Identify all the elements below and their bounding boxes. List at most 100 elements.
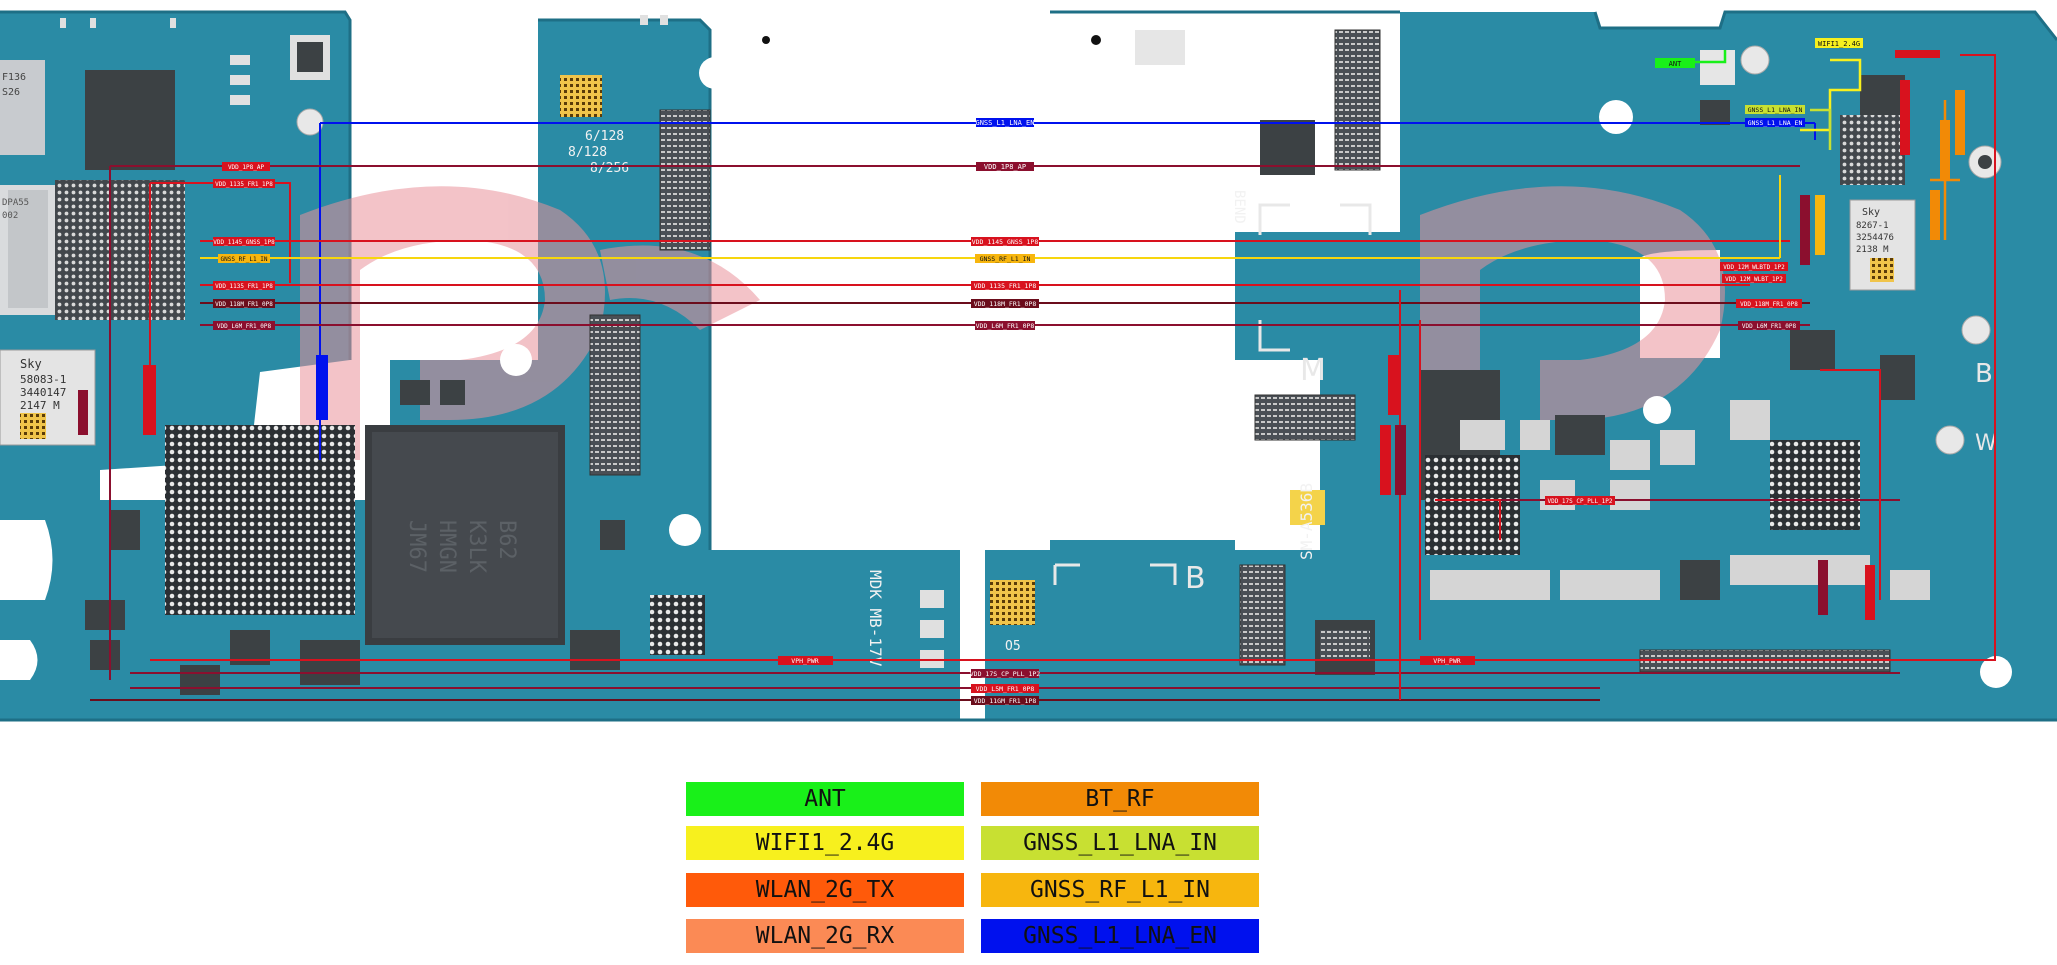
- legend-wlan-2g-tx: WLAN_2G_TX: [686, 873, 964, 907]
- svg-text:Sky: Sky: [1862, 207, 1880, 218]
- trace-vph-pwr: [150, 54, 1996, 661]
- svg-text:VDD_17S_CP_PLL_1P2: VDD_17S_CP_PLL_1P2: [1547, 498, 1612, 505]
- silk-ram-2: 8/128: [568, 145, 607, 160]
- svg-text:VPH_PWR: VPH_PWR: [791, 657, 818, 665]
- trace-wifi-24: [1800, 58, 1862, 132]
- legend-ant: ANT: [686, 782, 964, 816]
- svg-text:HMGN: HMGN: [434, 520, 459, 573]
- label-vdd-17s-cp-pll-right: VDD_17S_CP_PLL_1P2: [1545, 496, 1615, 505]
- label-vdd-12m-wlbt: VDD_12M_WLBT_1P2: [1722, 274, 1786, 283]
- ap-processor-bga: [165, 425, 355, 615]
- label-gnss-lna-en-right: GNSS_L1_LNA_EN: [1745, 118, 1805, 127]
- memory-chip: K3LK B62 HMGN JM67: [365, 425, 565, 645]
- svg-text:VDD_118M_FR1_0P8: VDD_118M_FR1_0P8: [215, 301, 273, 308]
- watermark-logo: [300, 186, 1725, 460]
- connector-ram-area: 6/128 8/128 8/256: [560, 75, 629, 176]
- trace-gnss-lna-in: [1810, 108, 1832, 150]
- label-vdd-1p8-ap-left: VDD_1P8_AP: [222, 162, 270, 171]
- svg-text:F136: F136: [2, 72, 26, 83]
- silk-letter-m: M: [1300, 353, 1326, 388]
- svg-text:GNSS_RF_L1_IN: GNSS_RF_L1_IN: [980, 255, 1031, 263]
- svg-text:VDD_1135_FR1_1P8: VDD_1135_FR1_1P8: [974, 282, 1037, 290]
- svg-text:VDD_L6M_FR1_0P8: VDD_L6M_FR1_0P8: [1742, 323, 1797, 330]
- label-gnss-lna-in: GNSS_L1_LNA_IN: [1745, 105, 1805, 114]
- svg-text:VDD_12M_WLBT_1P2: VDD_12M_WLBT_1P2: [1725, 276, 1783, 283]
- svg-text:3440147: 3440147: [20, 386, 66, 399]
- label-vdd-l6m-fr1-right: VDD_L6M_FR1_0P8: [1738, 321, 1800, 330]
- silk-letter-b-right: B: [1975, 359, 1993, 389]
- rf-module-left: DPA55 002: [0, 70, 185, 320]
- svg-text:JM67: JM67: [404, 520, 429, 573]
- svg-text:VDD_1P8_AP: VDD_1P8_AP: [228, 164, 265, 171]
- label-vdd-1p8-ap: VDD_1P8_AP: [976, 162, 1034, 171]
- label-vdd-1135-fr1-b: VDD_1135_FR1_1P8: [971, 281, 1039, 290]
- vertical-net-labels: [78, 50, 1965, 620]
- svg-text:8267-1: 8267-1: [1856, 221, 1889, 231]
- label-vdd-1145-gnss: VDD_1145_GNSS_1P8: [971, 237, 1039, 246]
- connector-ribbon-mid: [500, 36, 770, 546]
- svg-text:VPH_PWR: VPH_PWR: [1433, 657, 1460, 665]
- silk-o5: O5: [1005, 639, 1021, 654]
- board-to-board-connector-1: [659, 109, 711, 251]
- silk-letter-b-mid: B: [1185, 561, 1206, 596]
- svg-text:GNSS_L1_LNA_EN: GNSS_L1_LNA_EN: [975, 119, 1034, 127]
- label-vdd-l6m-fr1-left: VDD_L6M_FR1_0P8: [213, 321, 275, 330]
- legend-gnss-l1-lna-en: GNSS_L1_LNA_EN: [981, 919, 1259, 953]
- label-vdd-118m-fr1-left: VDD_118M_FR1_0P8: [213, 299, 275, 308]
- chip-left-text-a: DPA55: [2, 198, 29, 208]
- silk-mdk: MDK MB-17V: [866, 570, 885, 667]
- chip-left-text-b: 002: [2, 211, 18, 221]
- label-vdd-l5m-fr1: VDD_L5M_FR1_0P8: [971, 684, 1039, 693]
- chip-top-left-1: F136 S26: [0, 60, 45, 155]
- legend-wlan-2g-rx: WLAN_2G_RX: [686, 919, 964, 953]
- svg-text:GNSS_L1_LNA_IN: GNSS_L1_LNA_IN: [1748, 106, 1803, 114]
- svg-text:Sky: Sky: [20, 357, 42, 371]
- legend-wifi1-2-4g: WIFI1_2.4G: [686, 826, 964, 860]
- svg-text:2147 M: 2147 M: [20, 399, 60, 412]
- svg-text:VDD_L5M_FR1_0P8: VDD_L5M_FR1_0P8: [976, 685, 1035, 693]
- svg-text:VDD_1145_GNSS_1P8: VDD_1145_GNSS_1P8: [213, 239, 275, 246]
- label-gnss-lna-en: GNSS_L1_LNA_EN: [975, 118, 1035, 127]
- middle-right-connector: SM-A536B: [1240, 394, 1356, 560]
- silk-ram-1: 6/128: [585, 129, 624, 144]
- label-vdd-17s-cp-pll: VDD_17S_CP_PLL_1P2: [970, 669, 1041, 678]
- label-vdd-12m-wlbtd: VDD_12M_WLBTD_1P2: [1720, 262, 1788, 271]
- middle-right-outline-marks: [1258, 203, 1372, 352]
- pads-mid-left: [640, 15, 944, 668]
- silk-sm-model: SM-A536B: [1297, 483, 1316, 560]
- label-vph-pwr-left: VPH_PWR: [778, 656, 833, 665]
- right-board-top: [1599, 45, 2002, 185]
- svg-text:VDD_L6M_FR1_0P8: VDD_L6M_FR1_0P8: [976, 322, 1035, 330]
- middle-bottom-area: O5 B: [990, 561, 1375, 675]
- skyworks-chip-right: Sky 8267-1 3254476 2138 M: [1849, 199, 1916, 291]
- label-gnss-rf-l1-in: GNSS_RF_L1_IN: [975, 254, 1035, 263]
- label-vdd-1145-gnss-left: VDD_1145_GNSS_1P8: [213, 237, 275, 246]
- pcb-middle-right-board: [985, 12, 1410, 720]
- svg-text:K3LK: K3LK: [464, 520, 489, 574]
- legend-gnss-l1-lna-in: GNSS_L1_LNA_IN: [981, 826, 1259, 860]
- svg-text:VDD_118M_FR1_0P8: VDD_118M_FR1_0P8: [974, 300, 1037, 308]
- legend-gnss-rf-l1-in: GNSS_RF_L1_IN: [981, 873, 1259, 907]
- label-ant: ANT: [1655, 58, 1695, 68]
- trace-vdd-1p8-ap: [109, 165, 1800, 680]
- label-wifi-24: WIFI1_2.4G: [1815, 38, 1863, 48]
- svg-text:58083-1: 58083-1: [20, 373, 66, 386]
- svg-text:WIFI1_2.4G: WIFI1_2.4G: [1818, 40, 1860, 48]
- label-vdd-1135-fr1-left-b: VDD_1135_FR1_1P8: [213, 281, 275, 290]
- svg-text:VDD_17S_CP_PLL_1P2: VDD_17S_CP_PLL_1P2: [970, 670, 1041, 678]
- middle-right-top-area: BEND: [1091, 29, 1381, 224]
- svg-text:VDD_1135_FR1_1P8: VDD_1135_FR1_1P8: [215, 181, 273, 188]
- rf-connector-left: [290, 35, 330, 136]
- svg-text:VDD_118M_FR1_0P8: VDD_118M_FR1_0P8: [1740, 301, 1798, 308]
- svg-text:VDD_11GM_FR1_1P8: VDD_11GM_FR1_1P8: [974, 697, 1037, 705]
- svg-text:3254476: 3254476: [1856, 233, 1894, 243]
- label-vdd-1135-fr1-left: VDD_1135_FR1_1P8: [213, 179, 275, 188]
- silk-bend: BEND: [1231, 190, 1247, 224]
- label-vdd-118m-fr1-right: VDD_118M_FR1_0P8: [1736, 299, 1802, 308]
- svg-text:VDD_1135_FR1_1P8: VDD_1135_FR1_1P8: [215, 283, 273, 290]
- svg-text:VDD_1P8_AP: VDD_1P8_AP: [984, 163, 1026, 171]
- label-vph-pwr-right: VPH_PWR: [1420, 656, 1475, 665]
- label-vdd-118m-fr1: VDD_118M_FR1_0P8: [971, 299, 1039, 308]
